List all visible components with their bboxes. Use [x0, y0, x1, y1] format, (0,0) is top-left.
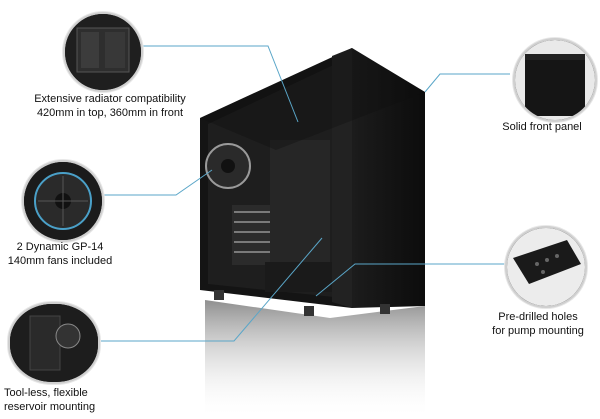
- radiator-thumbnail: [63, 12, 143, 92]
- radiator-caption-line1: Extensive radiator compatibility: [34, 93, 186, 105]
- fans-thumbnail: [22, 160, 104, 242]
- fans-caption-line2: 140mm fans included: [7, 255, 113, 267]
- fans-caption-line1: 2 Dynamic GP-14: [16, 241, 104, 253]
- reservoir-caption-line2: reservoir mounting: [4, 401, 96, 413]
- motherboard-tray: [270, 140, 330, 270]
- case-reflection: [205, 300, 425, 419]
- psu-area: [265, 262, 335, 292]
- front-panel-thumbnail: [513, 38, 597, 122]
- reservoir-thumbnail: [8, 302, 100, 384]
- vent-rail: [332, 48, 352, 308]
- top-panel: [200, 48, 425, 150]
- callout-lines: [98, 45, 510, 342]
- expansion-slots: [232, 205, 272, 265]
- pump-mount-thumbnail: [505, 226, 587, 308]
- radiator-caption: Extensive radiator compatibility 420mm i…: [20, 92, 200, 120]
- fans-caption: 2 Dynamic GP-14 140mm fans included: [0, 240, 120, 268]
- radiator-caption-line2: 420mm in top, 360mm in front: [36, 107, 184, 119]
- pump-caption-line2: for pump mounting: [492, 325, 584, 337]
- front-panel-caption: Solid front panel: [486, 120, 598, 134]
- pump-caption-line1: Pre-drilled holes: [498, 311, 578, 323]
- reservoir-caption: Tool-less, flexible reservoir mounting: [4, 386, 124, 414]
- pump-caption: Pre-drilled holes for pump mounting: [476, 310, 600, 338]
- front-panel-caption-line1: Solid front panel: [502, 121, 582, 133]
- front-panel: [352, 48, 425, 308]
- reservoir-caption-line1: Tool-less, flexible: [4, 387, 88, 399]
